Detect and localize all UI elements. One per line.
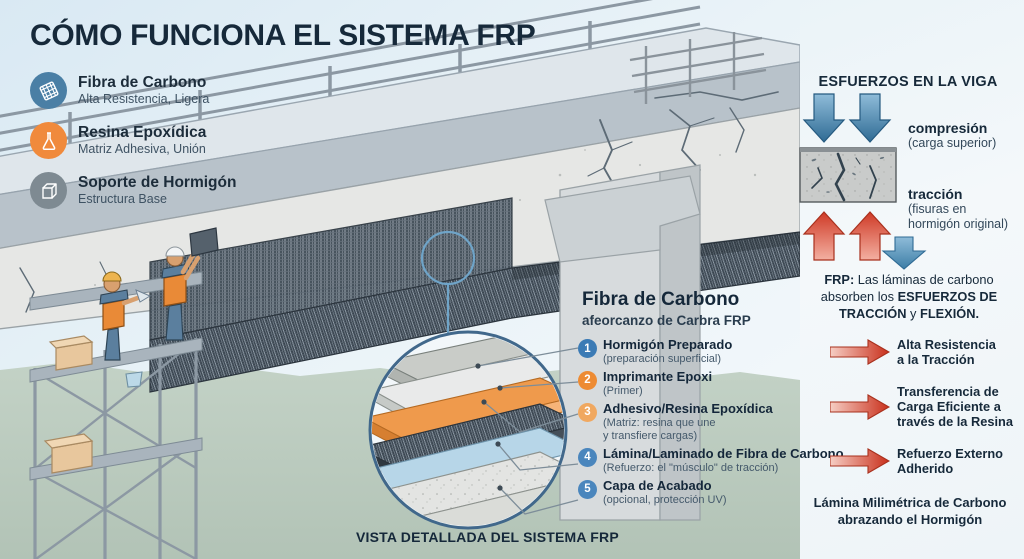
benefits-list: Alta Resistencia a la Tracción Transfere…: [830, 337, 1024, 486]
red-arrow-icon: [830, 339, 890, 366]
layer-number-badge: 2: [578, 370, 597, 390]
benefit-text: Transferencia de Carga Eficiente a travé…: [897, 383, 1013, 430]
layer-subtitle: (Matriz: resina que une y transfiere car…: [603, 416, 716, 442]
detail-caption: VISTA DETALLADA DEL SISTEMA FRP: [356, 529, 619, 545]
benefit-item: Transferencia de Carga Eficiente a travé…: [830, 384, 1024, 430]
tension-label-block: tracción (fisuras en hormigón original): [908, 186, 1008, 232]
layer-list: 1 Hormigón Preparado (preparación superf…: [578, 337, 844, 511]
leader-lines: [475, 347, 579, 515]
compression-label-block: compresión (carga superior): [908, 120, 996, 151]
benefit-text: Refuerzo Externo Adherido: [897, 445, 1003, 477]
material-crate-lower: [43, 433, 94, 474]
tension-arrows: [802, 211, 892, 261]
stress-diagram: [799, 93, 897, 261]
layer-title: Hormigón Preparado: [603, 337, 733, 352]
worker-applying-fabric: [161, 227, 219, 341]
benefit-text: Alta Resistencia a la Tracción: [897, 337, 996, 368]
layer-title: Lámina/Laminado de Fibra de Carbono: [603, 445, 844, 461]
legend-subtitle: Estructura Base: [78, 192, 167, 207]
red-arrow-icon: [830, 448, 890, 475]
legend-title: Resina Epoxídica: [78, 123, 207, 141]
layer-item: 2 Imprimante Epoxi (Primer): [578, 368, 843, 398]
benefit-item: Alta Resistencia a la Tracción: [830, 337, 1024, 368]
legend-title: Fibra de Carbono: [78, 73, 207, 91]
detail-heading: Fibra de Carbono: [582, 289, 740, 310]
compression-arrows: [802, 93, 892, 143]
legend-subtitle: Alta Resistencia, Ligera: [78, 92, 210, 107]
compression-sublabel: (carga superior): [908, 136, 997, 151]
deck-top: [0, 27, 800, 196]
layer-detail-circle: [368, 330, 568, 530]
legend-item-concrete-support: Soporte de Hormigón Estructura Base: [30, 172, 330, 209]
pier-side: [659, 164, 701, 521]
layer-item: 5 Capa de Acabado (opcional, protección …: [578, 477, 843, 507]
legend: Fibra de Carbono Alta Resistencia, Liger…: [30, 72, 330, 222]
layer-number-badge: 1: [578, 339, 597, 358]
concrete-block-icon: [30, 172, 67, 209]
layer-subtitle: (opcional, protección UV): [603, 493, 727, 506]
frp-note-mid: y: [906, 305, 921, 321]
layer-item: 3 Adhesivo/Resina Epoxídica (Matriz: res…: [578, 400, 843, 443]
closing-caption: Lámina Milimétrica de Carbono abrazando …: [813, 495, 1007, 527]
legend-item-epoxy-resin: Resina Epoxídica Matriz Adhesiva, Unión: [30, 122, 330, 159]
detail-subheading: afeorcanzo de Carbra FRP: [582, 312, 751, 328]
worker-with-laptop: [99, 271, 152, 361]
bridge-illustration: [0, 0, 800, 559]
layer-title: Imprimante Epoxi: [603, 368, 713, 384]
frp-note: FRP: Las láminas de carbono absorben los…: [796, 272, 1022, 323]
cracked-beam-block: [799, 147, 897, 203]
layer-subtitle: (Primer): [603, 384, 643, 397]
layer-title: Capa de Acabado: [603, 477, 712, 493]
layer-number-badge: 5: [578, 479, 597, 499]
concrete-cracks: [19, 91, 779, 313]
layer-subtitle: (Refuerzo: el "músculo" de tracción): [603, 461, 779, 474]
legend-item-carbon-fiber: Fibra de Carbono Alta Resistencia, Liger…: [30, 72, 330, 109]
carbon-weave-icon: [30, 72, 67, 109]
exposed-rebar: [629, 32, 767, 104]
red-arrow-icon: [830, 393, 890, 420]
material-crate-upper: [48, 335, 94, 371]
compression-label: compresión: [908, 120, 988, 136]
resin-bucket: [125, 371, 143, 388]
stress-panel-title: ESFUERZOS EN LA VIGA: [818, 74, 998, 90]
frp-note-prefix: FRP:: [824, 272, 855, 287]
frp-note-bold-traccion: ESFUERZOS DE TRACCIÓN: [838, 288, 998, 321]
legend-subtitle: Matriz Adhesiva, Unión: [78, 142, 206, 157]
stress-panel: ESFUERZOS EN LA VIGA: [792, 0, 1024, 559]
layer-item: 1 Hormigón Preparado (preparación superf…: [578, 337, 843, 366]
pier-haunch: [544, 175, 701, 263]
transition-down-arrow: [881, 236, 927, 270]
tension-label: tracción: [908, 186, 963, 202]
layer-subtitle: (preparación superficial): [603, 352, 721, 365]
detail-heading-block: Fibra de Carbono afeorcanzo de Carbra FR…: [582, 289, 822, 329]
layer-item: 4 Lámina/Laminado de Fibra de Carbono (R…: [578, 445, 844, 475]
deck-shadow-band: [0, 61, 800, 249]
frp-note-bold-flexion: FLEXIÓN.: [920, 305, 980, 321]
layer-number-badge: 4: [578, 447, 597, 467]
page-title: CÓMO FUNCIONA EL SISTEMA FRP: [30, 19, 536, 52]
flask-icon: [30, 122, 67, 159]
layer-number-badge: 3: [578, 402, 597, 422]
tension-sublabel: (fisuras en hormigón original): [908, 202, 1009, 231]
bridge-railing: [0, 0, 701, 152]
legend-title: Soporte de Hormigón: [78, 173, 237, 191]
frp-note-body: Las láminas de carbono absorben los: [820, 272, 994, 304]
benefit-item: Refuerzo Externo Adherido: [830, 446, 1024, 477]
layer-title: Adhesivo/Resina Epoxídica: [603, 400, 773, 416]
